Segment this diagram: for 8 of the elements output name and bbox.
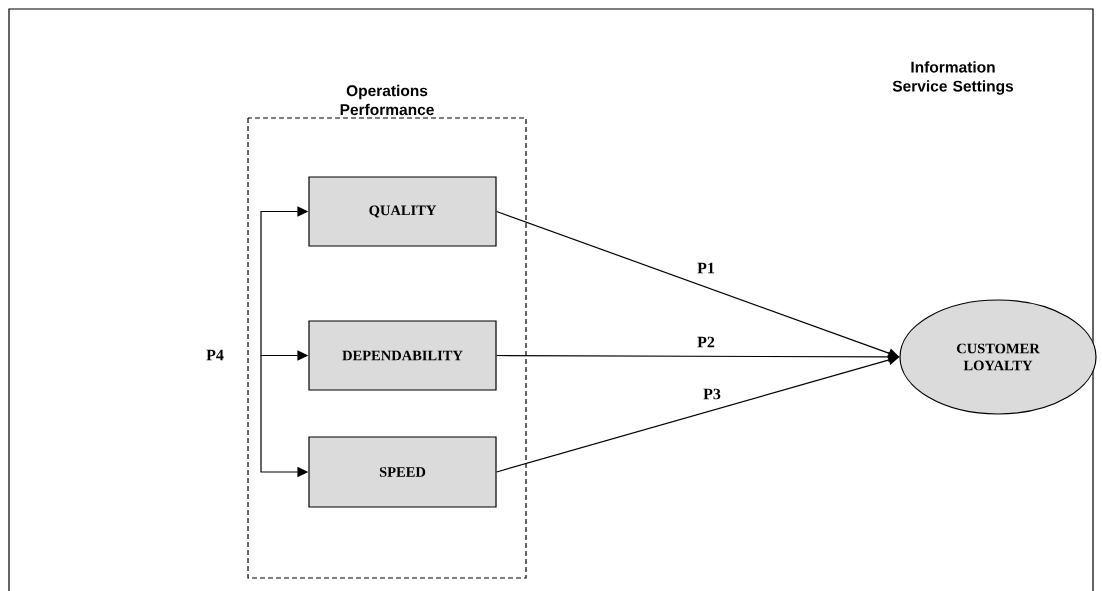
process-box: SPEED <box>308 436 497 508</box>
edge-label: P4 <box>206 349 224 361</box>
edge-label: P1 <box>697 262 715 274</box>
edge-label: P2 <box>697 336 715 348</box>
process-box: QUALITY <box>308 176 497 247</box>
process-box: DEPENDABILITY <box>308 320 497 391</box>
edge-label: P3 <box>703 388 721 400</box>
node-label: Operations Performance <box>340 84 434 116</box>
